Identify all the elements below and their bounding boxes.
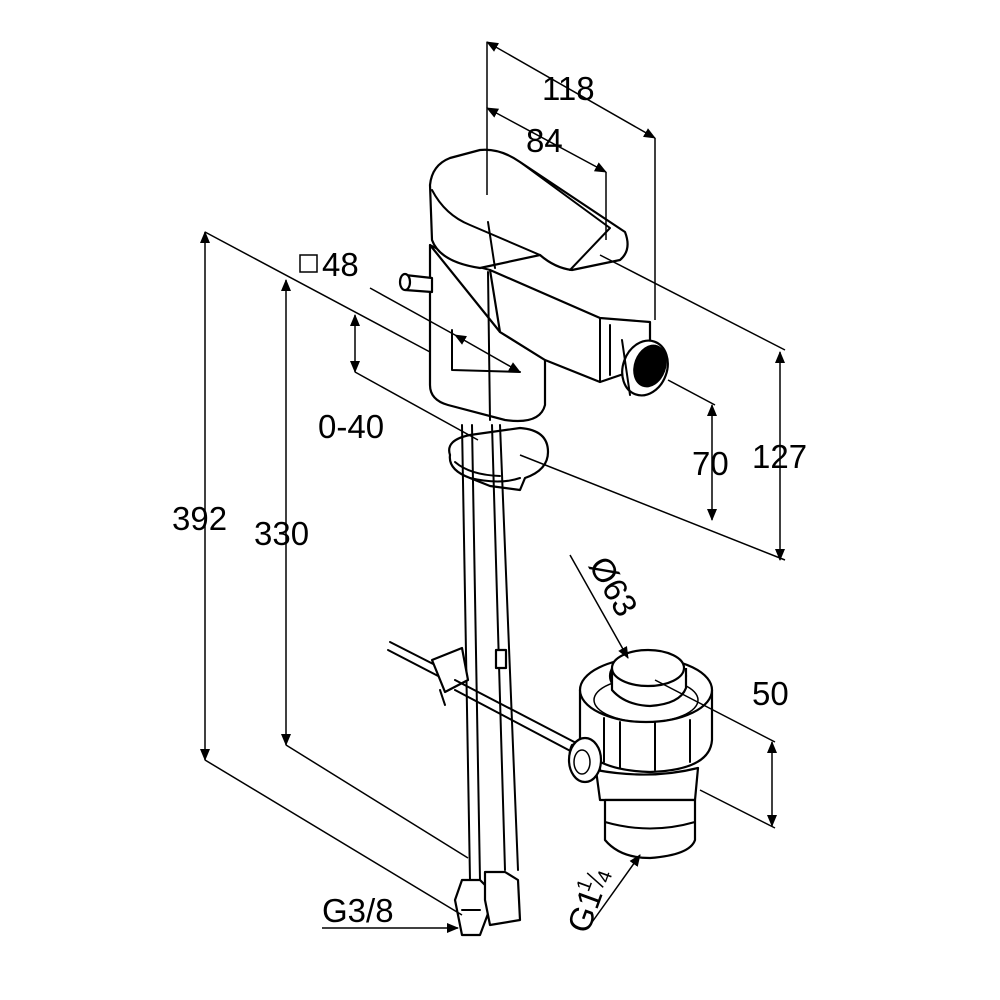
dimension-label-50: 50 [752, 675, 789, 712]
pop-up-linkage [387, 641, 581, 756]
base-gasket [448, 426, 550, 492]
dimension-label-diameter-63: Ø63 [582, 550, 645, 623]
dimension-label-330: 330 [254, 515, 309, 552]
supply-hoses [453, 424, 522, 937]
fraction-bar [586, 872, 604, 888]
dimension-label-square-48: 48 [322, 246, 359, 283]
thread-label-g3-8: G3/8 [322, 892, 394, 929]
thread-fraction-denominator: 4 [593, 868, 617, 886]
pop-up-knob [398, 272, 434, 294]
dimension-lines [200, 41, 786, 933]
square-symbol-icon [299, 254, 318, 273]
dimension-label-392: 392 [172, 500, 227, 537]
dimension-label-127: 127 [752, 438, 807, 475]
aerator [621, 339, 669, 397]
pop-up-drain [567, 648, 714, 860]
lever-handle [428, 148, 629, 272]
dimension-label-118: 118 [542, 70, 595, 107]
dimension-label-70: 70 [692, 445, 729, 482]
faucet-body [387, 148, 669, 937]
dimension-label-84: 84 [526, 122, 563, 159]
dimension-label-0-40: 0-40 [318, 408, 384, 445]
